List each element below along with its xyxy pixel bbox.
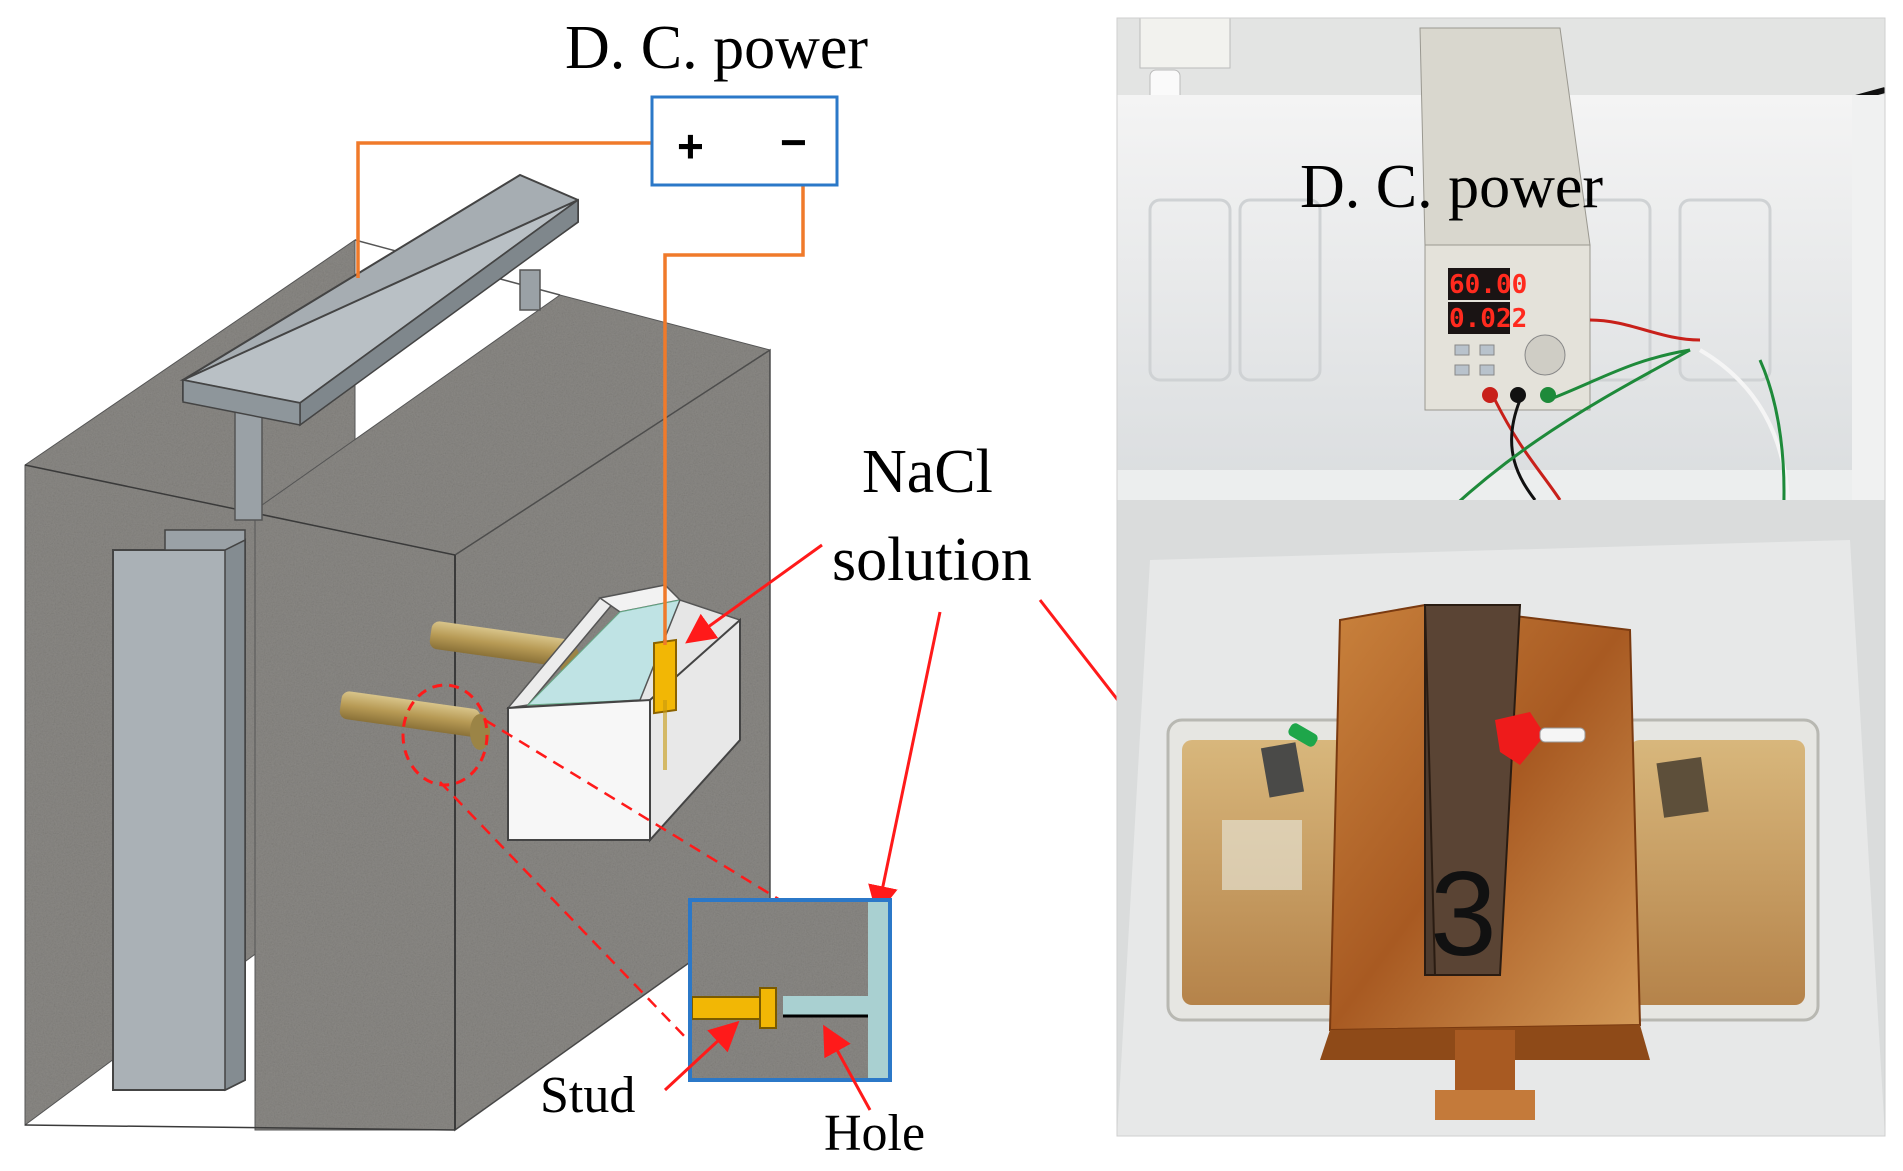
dc-power-label: D. C. power <box>565 14 868 82</box>
minus-symbol: − <box>780 116 807 168</box>
photo-dc-power-label: D. C. power <box>1300 153 1603 221</box>
display-current-window <box>1448 302 1510 334</box>
tray-solution-right <box>1630 740 1805 1005</box>
display-voltage-window <box>1448 268 1510 300</box>
adjust-knob <box>1524 334 1566 376</box>
arrow-to-tank <box>685 543 823 644</box>
rusted-specimen: 3 <box>1320 603 1650 1120</box>
arrow-to-detail <box>868 611 942 916</box>
photo-panel: 60.00 0.022 <box>1117 18 1885 1136</box>
steel-beam-web <box>234 399 263 521</box>
detail-inset <box>688 898 892 1082</box>
wall-outlet <box>1139 18 1231 69</box>
display-voltage: 60.00 <box>1449 270 1527 300</box>
plus-symbol: + <box>677 120 704 172</box>
specimen-number: 3 <box>1430 847 1497 981</box>
display-current: 0.022 <box>1449 304 1527 334</box>
detail-callout-circle <box>401 683 489 787</box>
arrow-to-hole <box>823 1024 872 1111</box>
wire-positive <box>356 141 655 278</box>
hole-label: Hole <box>824 1105 925 1162</box>
wire-negative <box>663 143 805 645</box>
nacl-label-line1: NaCl <box>862 438 993 506</box>
stud-shank <box>691 996 763 1020</box>
red-clip <box>1495 712 1545 765</box>
nacl-solution-tank <box>506 584 741 843</box>
arrow-to-stud <box>663 1020 740 1092</box>
dc-power-box <box>650 95 839 187</box>
nacl-label-line2: solution <box>832 526 1032 594</box>
dc-power-supply-unit: 60.00 0.022 <box>1419 27 1591 411</box>
schematic-panel: + − D. C. power NaCl solution Stud Hole <box>24 14 1229 1162</box>
stud-label: Stud <box>540 1067 635 1124</box>
stud-head <box>759 987 777 1029</box>
